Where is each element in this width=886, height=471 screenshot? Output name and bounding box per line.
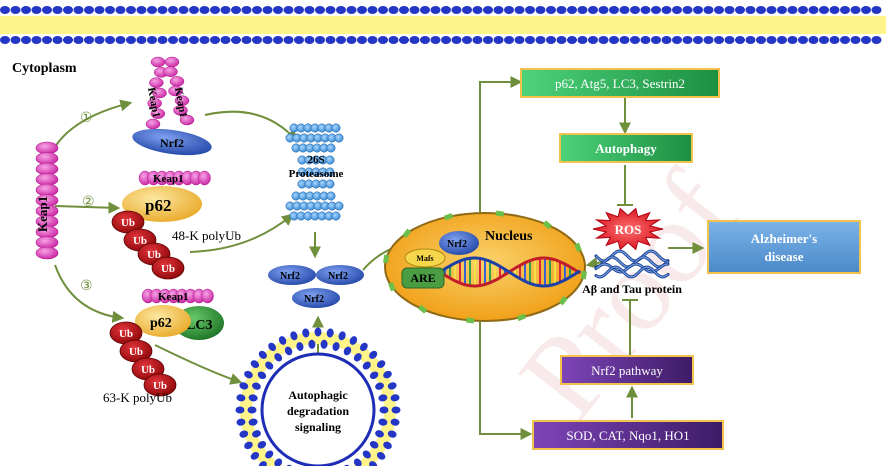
k48-polyub-label: 48-K polyUb [172, 228, 241, 243]
proteasome-label-26s: 26S [307, 154, 324, 166]
keap1-dimer-label-left: Keap1 [145, 86, 162, 118]
lc3-label: LC3 [186, 318, 212, 333]
p62-pathway2: p62 [122, 186, 202, 222]
keap1-pathway3 [141, 288, 214, 304]
nucleus-label: Nucleus [485, 229, 533, 244]
keap1-vertical-label: Keap1 [35, 196, 50, 232]
nrf2-cluster-label-2: Nrf2 [328, 271, 348, 282]
arrow-pathway-2 [54, 201, 121, 214]
nrf2-cluster-label-1: Nrf2 [280, 271, 300, 282]
p62-pathway3: p62 [135, 305, 191, 337]
autophagy-label: Autophagy [595, 141, 657, 156]
autophagy-genes-label: p62, Atg5, LC3, Sestrin2 [555, 76, 685, 91]
arrow-nucleus-to-autophagy-genes [479, 76, 523, 212]
arrow-to-proteasome-a [204, 110, 298, 142]
autophagic-label-3: signaling [295, 420, 341, 434]
svg-text:Ub: Ub [161, 263, 175, 275]
nrf2-pathway-label: Nrf2 pathway [591, 363, 663, 378]
arrow-to-autophagic [154, 344, 243, 385]
svg-text:Ub: Ub [133, 235, 147, 247]
keap1-pathway2 [138, 170, 211, 186]
svg-text:Ub: Ub [141, 364, 155, 376]
pathway-arrows [51, 76, 705, 440]
alzheimers-label-1: Alzheimer's [751, 231, 817, 246]
autophagic-label-2: degradation [287, 404, 349, 418]
nucleus: Nrf2 Mafs ARE [383, 210, 587, 324]
nrf2-cluster: Nrf2 Nrf2 Nrf2 [268, 265, 364, 308]
nrf2-pathway1: Nrf2 [132, 128, 212, 156]
are-label: ARE [410, 271, 435, 285]
arrow-to-proteasome-b [189, 213, 294, 253]
dna-helix [439, 256, 581, 288]
ros-burst: ROS [592, 207, 664, 251]
svg-text:Ub: Ub [153, 380, 167, 392]
box-autophagy-genes: p62, Atg5, LC3, Sestrin2 [520, 68, 720, 98]
arrow-nucleus-to-antioxidant-genes [479, 322, 533, 440]
p62-pathway2-label: p62 [145, 196, 171, 215]
mafs-label: Mafs [416, 254, 433, 263]
cell-membrane [0, 6, 886, 44]
pathway-marker-2: ② [82, 195, 95, 210]
antioxidant-genes-label: SOD, CAT, Nqo1, HO1 [566, 428, 689, 443]
svg-text:Ub: Ub [121, 217, 135, 229]
nuclear-pores [383, 210, 587, 324]
k63-polyub-label: 63-K polyUb [103, 390, 172, 405]
inhibition-lines [617, 165, 638, 356]
svg-text:Ub: Ub [119, 328, 133, 340]
box-alzheimers: Alzheimer's disease [707, 220, 861, 274]
p62-pathway3-label: p62 [150, 316, 172, 331]
keap1-dimer [145, 56, 195, 130]
svg-text:Ub: Ub [129, 346, 143, 358]
box-antioxidant-genes: SOD, CAT, Nqo1, HO1 [532, 420, 724, 450]
abeta-tau-label: Aβ and Tau protein [582, 282, 682, 296]
ros-label: ROS [615, 222, 642, 237]
nrf2-pathway1-label: Nrf2 [160, 136, 184, 150]
svg-text:Ub: Ub [147, 249, 161, 261]
keap1-vertical [35, 141, 59, 260]
pathway-markers: ① ② ③ [80, 111, 95, 294]
arrow-abeta-to-nucleus [585, 257, 603, 269]
nucleus-nrf2-label: Nrf2 [447, 239, 467, 250]
autophagic-label-1: Autophagic [288, 388, 348, 402]
keap1-pathway3-label: Keap1 [158, 291, 189, 303]
keap1-pathway2-label: Keap1 [153, 173, 184, 185]
autophagic-vesicle [235, 327, 401, 471]
cytoplasm-label: Cytoplasm [12, 61, 77, 76]
nrf2-cluster-label-3: Nrf2 [304, 294, 324, 305]
abeta-tau-fibrils [594, 249, 670, 279]
proteasome-26s [285, 123, 344, 221]
pathway-marker-3: ③ [80, 279, 93, 294]
keap1-dimer-label-right: Keap1 [172, 86, 189, 118]
alzheimers-label-2: disease [765, 249, 804, 264]
proteasome-label: Proteasome [289, 168, 344, 180]
box-nrf2-pathway: Nrf2 pathway [560, 355, 694, 385]
pathway-marker-1: ① [80, 111, 93, 126]
arrow-pathway-3 [54, 264, 125, 323]
box-autophagy: Autophagy [559, 133, 693, 163]
nucleus-nrf2 [439, 231, 479, 255]
